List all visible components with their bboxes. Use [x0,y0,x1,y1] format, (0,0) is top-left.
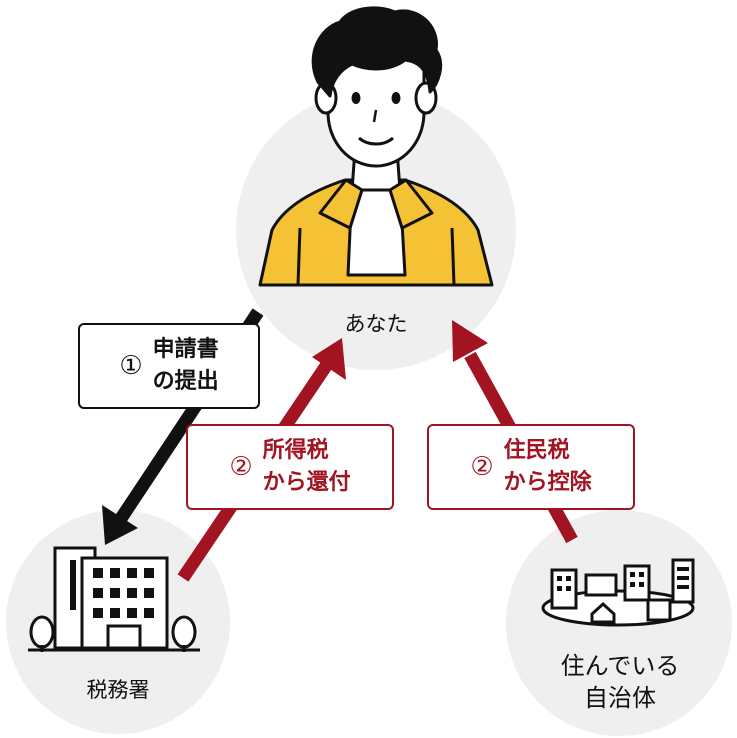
step1-line1: 申請書 [152,337,219,363]
step2-income-tax-number: ② [229,452,253,482]
step2-income-tax-box: ② 所得税 から還付 [186,424,394,510]
step1-line2: の提出 [152,369,219,394]
step2-resident-tax-line2: から控除 [503,470,592,495]
person-illustration [258,6,494,287]
municipality-label-line2: 自治体 [584,684,656,713]
step2-income-tax-text: 所得税 から還付 [263,435,351,499]
step1-box: ① 申請書 の提出 [78,323,260,409]
step2-resident-tax-number: ② [470,452,494,482]
tax-office-illustration [28,546,200,652]
municipality-label: 住んでいる 自治体 [540,650,700,715]
step2-income-tax-line2: から還付 [262,470,351,495]
step1-text: 申請書 の提出 [153,334,219,398]
municipality-illustration [541,558,695,627]
step2-income-tax-line1: 所得税 [262,438,329,464]
step2-resident-tax-line1: 住民税 [503,438,570,464]
step1-number: ① [119,351,143,381]
municipality-label-line1: 住んでいる [560,652,680,680]
step2-resident-tax-text: 住民税 から控除 [504,435,592,499]
you-label: あなた [344,312,408,336]
tax-office-label: 税務署 [86,678,150,702]
step2-resident-tax-box: ② 住民税 から控除 [427,424,635,510]
